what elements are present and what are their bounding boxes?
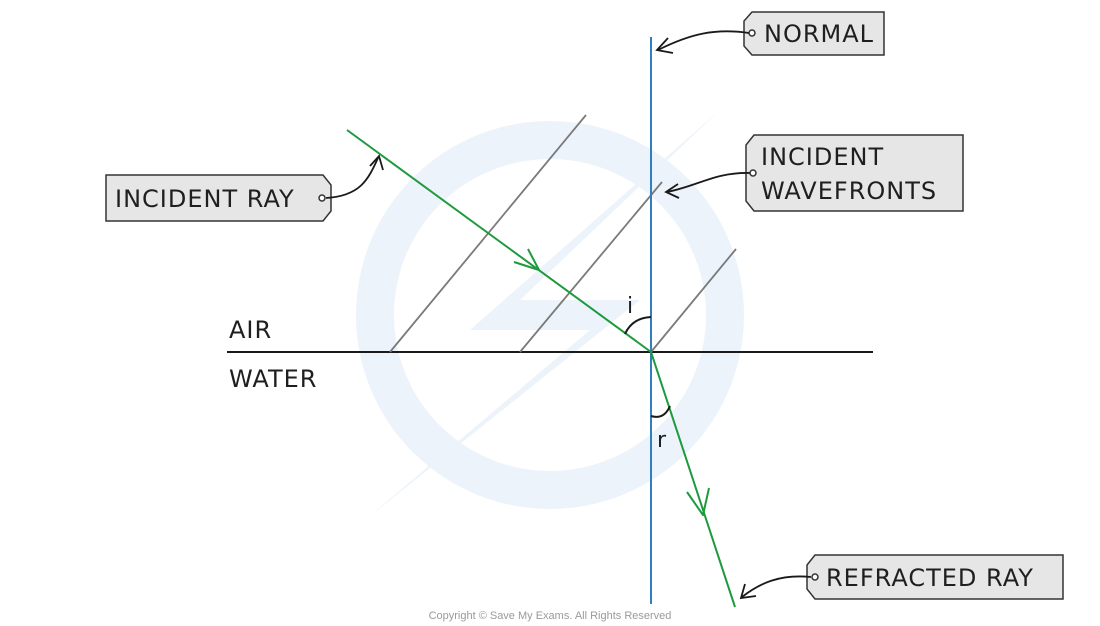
angle-r-arc (650, 405, 671, 418)
angle-i-arc (624, 316, 652, 335)
watermark-logo (356, 110, 744, 520)
incident-wavefronts-tag-line2: WAVEFRONTS (761, 177, 937, 205)
angle-i-label: i (627, 294, 634, 319)
refracted-ray-pointer-arrowhead (739, 583, 757, 600)
incident-ray-pointer-arrowhead (369, 154, 384, 171)
refracted-ray-tag-text: REFRACTED RAY (826, 564, 1034, 592)
refracted-ray-pointer (741, 575, 812, 598)
air-label: AIR (229, 316, 272, 344)
normal-tag: NORMAL (655, 11, 885, 56)
incident-ray (346, 129, 652, 353)
incident-ray-pointer (325, 157, 379, 199)
wavefront-3 (650, 248, 737, 353)
incident-wavefronts-pointer-arrowhead (664, 183, 680, 199)
refracted-ray-arrowhead (686, 487, 710, 516)
wavefront-2 (519, 181, 663, 353)
normal-pointer-arrowhead (655, 37, 674, 54)
incident-ray-tag: INCIDENT RAY (105, 154, 384, 222)
angle-r-label: r (657, 428, 667, 453)
refracted-ray (650, 351, 736, 608)
incident-wavefronts-tag-line1: INCIDENT (761, 143, 884, 171)
normal-tag-text: NORMAL (764, 20, 874, 48)
refracted-ray-tag: REFRACTED RAY (739, 554, 1064, 600)
incident-wavefronts-tag: INCIDENT WAVEFRONTS (664, 134, 964, 212)
incident-wavefronts-pointer (666, 172, 751, 193)
water-label: WATER (229, 365, 317, 393)
incident-ray-arrowhead (513, 248, 540, 271)
normal-pointer (657, 30, 750, 51)
copyright-text: Copyright © Save My Exams. All Rights Re… (429, 610, 672, 622)
incident-ray-tag-text: INCIDENT RAY (115, 185, 295, 213)
